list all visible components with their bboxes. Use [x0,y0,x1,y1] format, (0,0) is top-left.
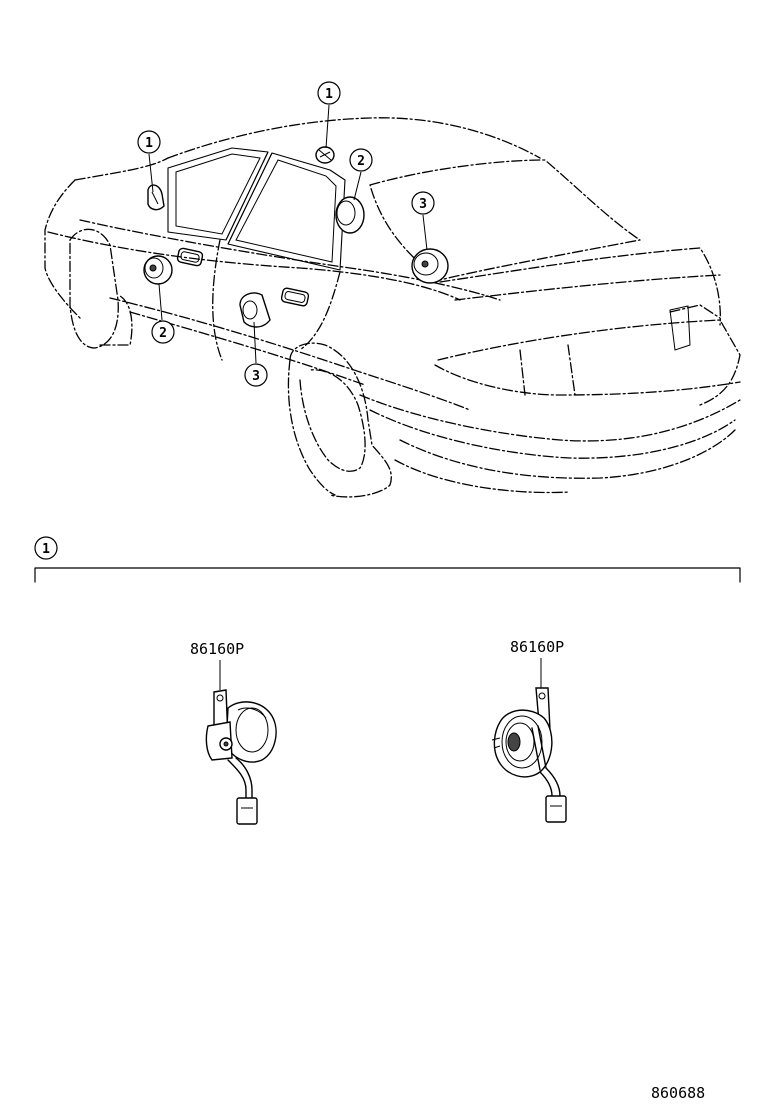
car-outline [44,117,741,498]
front-door-speaker-icon [143,255,173,285]
callout-label: 3 [419,197,427,212]
callout-1-rear: 1 [317,81,341,105]
part-number-right: 86160P [510,638,564,656]
door-handles [176,247,310,307]
rear-door-speaker-icon [239,292,271,328]
callout-3-shelf: 3 [411,191,435,215]
callout-leaders [148,104,428,364]
tweeter-front-icon [147,184,165,211]
callout-2-door: 2 [151,320,175,344]
callout-label: 3 [252,369,260,384]
callout-label: 2 [357,154,365,169]
callout-3-door: 3 [244,363,268,387]
section-label: 1 [42,542,50,557]
callout-label: 1 [145,136,153,151]
callout-label: 1 [325,87,333,102]
tweeter-side-view-icon [205,689,277,825]
callout-label: 2 [159,326,167,341]
callout-1-front: 1 [137,130,161,154]
callout-2-pillar: 2 [349,148,373,172]
section-header: 1 [34,536,741,583]
rear-pillar-speaker-icon [335,196,365,234]
tweeter-rear-icon [315,146,335,164]
part-number-left: 86160P [190,640,244,658]
tweeter-front-view-icon [491,687,567,823]
figure-number: 860688 [651,1084,705,1102]
rear-shelf-speaker-icon [411,248,449,284]
